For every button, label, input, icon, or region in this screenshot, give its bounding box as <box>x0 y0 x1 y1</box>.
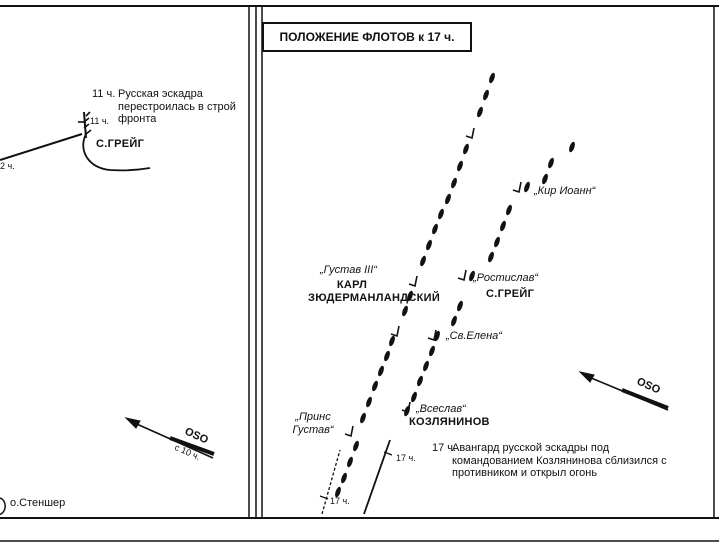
russian-flagship-commander: С.ГРЕЙГ <box>486 288 535 300</box>
russian-track-11h <box>0 133 151 172</box>
ship-label-vseslav: „Всеслав“ <box>416 403 466 415</box>
map-frame <box>0 5 719 542</box>
ship-label-rostislav: „Ростислав“ <box>473 272 539 284</box>
ship-label-kir-ioann: „Кир Иоанн“ <box>534 185 596 197</box>
ship-label-prins-gustav: „Принс Густав“ <box>292 411 334 436</box>
wind-arrow-left <box>124 417 215 459</box>
note-time-11h: 11 ч. <box>92 88 116 100</box>
time-mark-russian-17h: 17 ч. <box>396 453 416 463</box>
ship-label-sv-elena: „Св.Елена“ <box>446 330 502 342</box>
time-mark-swedish-17h: 17 ч. <box>330 496 350 506</box>
swedish-commander: КАРЛ ЗЮДЕРМАНЛАНДСКИЙ <box>308 279 441 304</box>
island-label: о.Стеншер <box>10 497 66 509</box>
edge-time-label: 2 ч. <box>0 161 15 171</box>
wind-arrow-right <box>578 371 669 411</box>
russian-vanguard-commander: КОЗЛЯНИНОВ <box>409 416 490 428</box>
note-vanguard: Авангард русской эскадры под командовани… <box>452 442 667 480</box>
map-title: ПОЛОЖЕНИЕ ФЛОТОВ к 17 ч. <box>262 22 472 52</box>
flagship-greig-left: С.ГРЕЙГ <box>96 138 145 150</box>
russian-vanguard-track <box>363 439 393 515</box>
swedish-flag-marks <box>344 127 475 438</box>
russian-flag-marks <box>401 181 522 414</box>
note-time-17h: 17 ч. <box>432 442 457 454</box>
ship-label-gustav-iii: „Густав III“ <box>320 264 377 276</box>
island-stensher <box>0 497 6 515</box>
swedish-ship-column <box>335 72 495 498</box>
note-reformation: Русская эскадра перестроилась в строй фр… <box>118 88 236 126</box>
swedish-line <box>321 449 341 515</box>
marker-time-11h: 11 ч. <box>90 116 110 126</box>
swedish-17h-tick <box>319 495 329 500</box>
russian-front-line <box>78 111 92 139</box>
